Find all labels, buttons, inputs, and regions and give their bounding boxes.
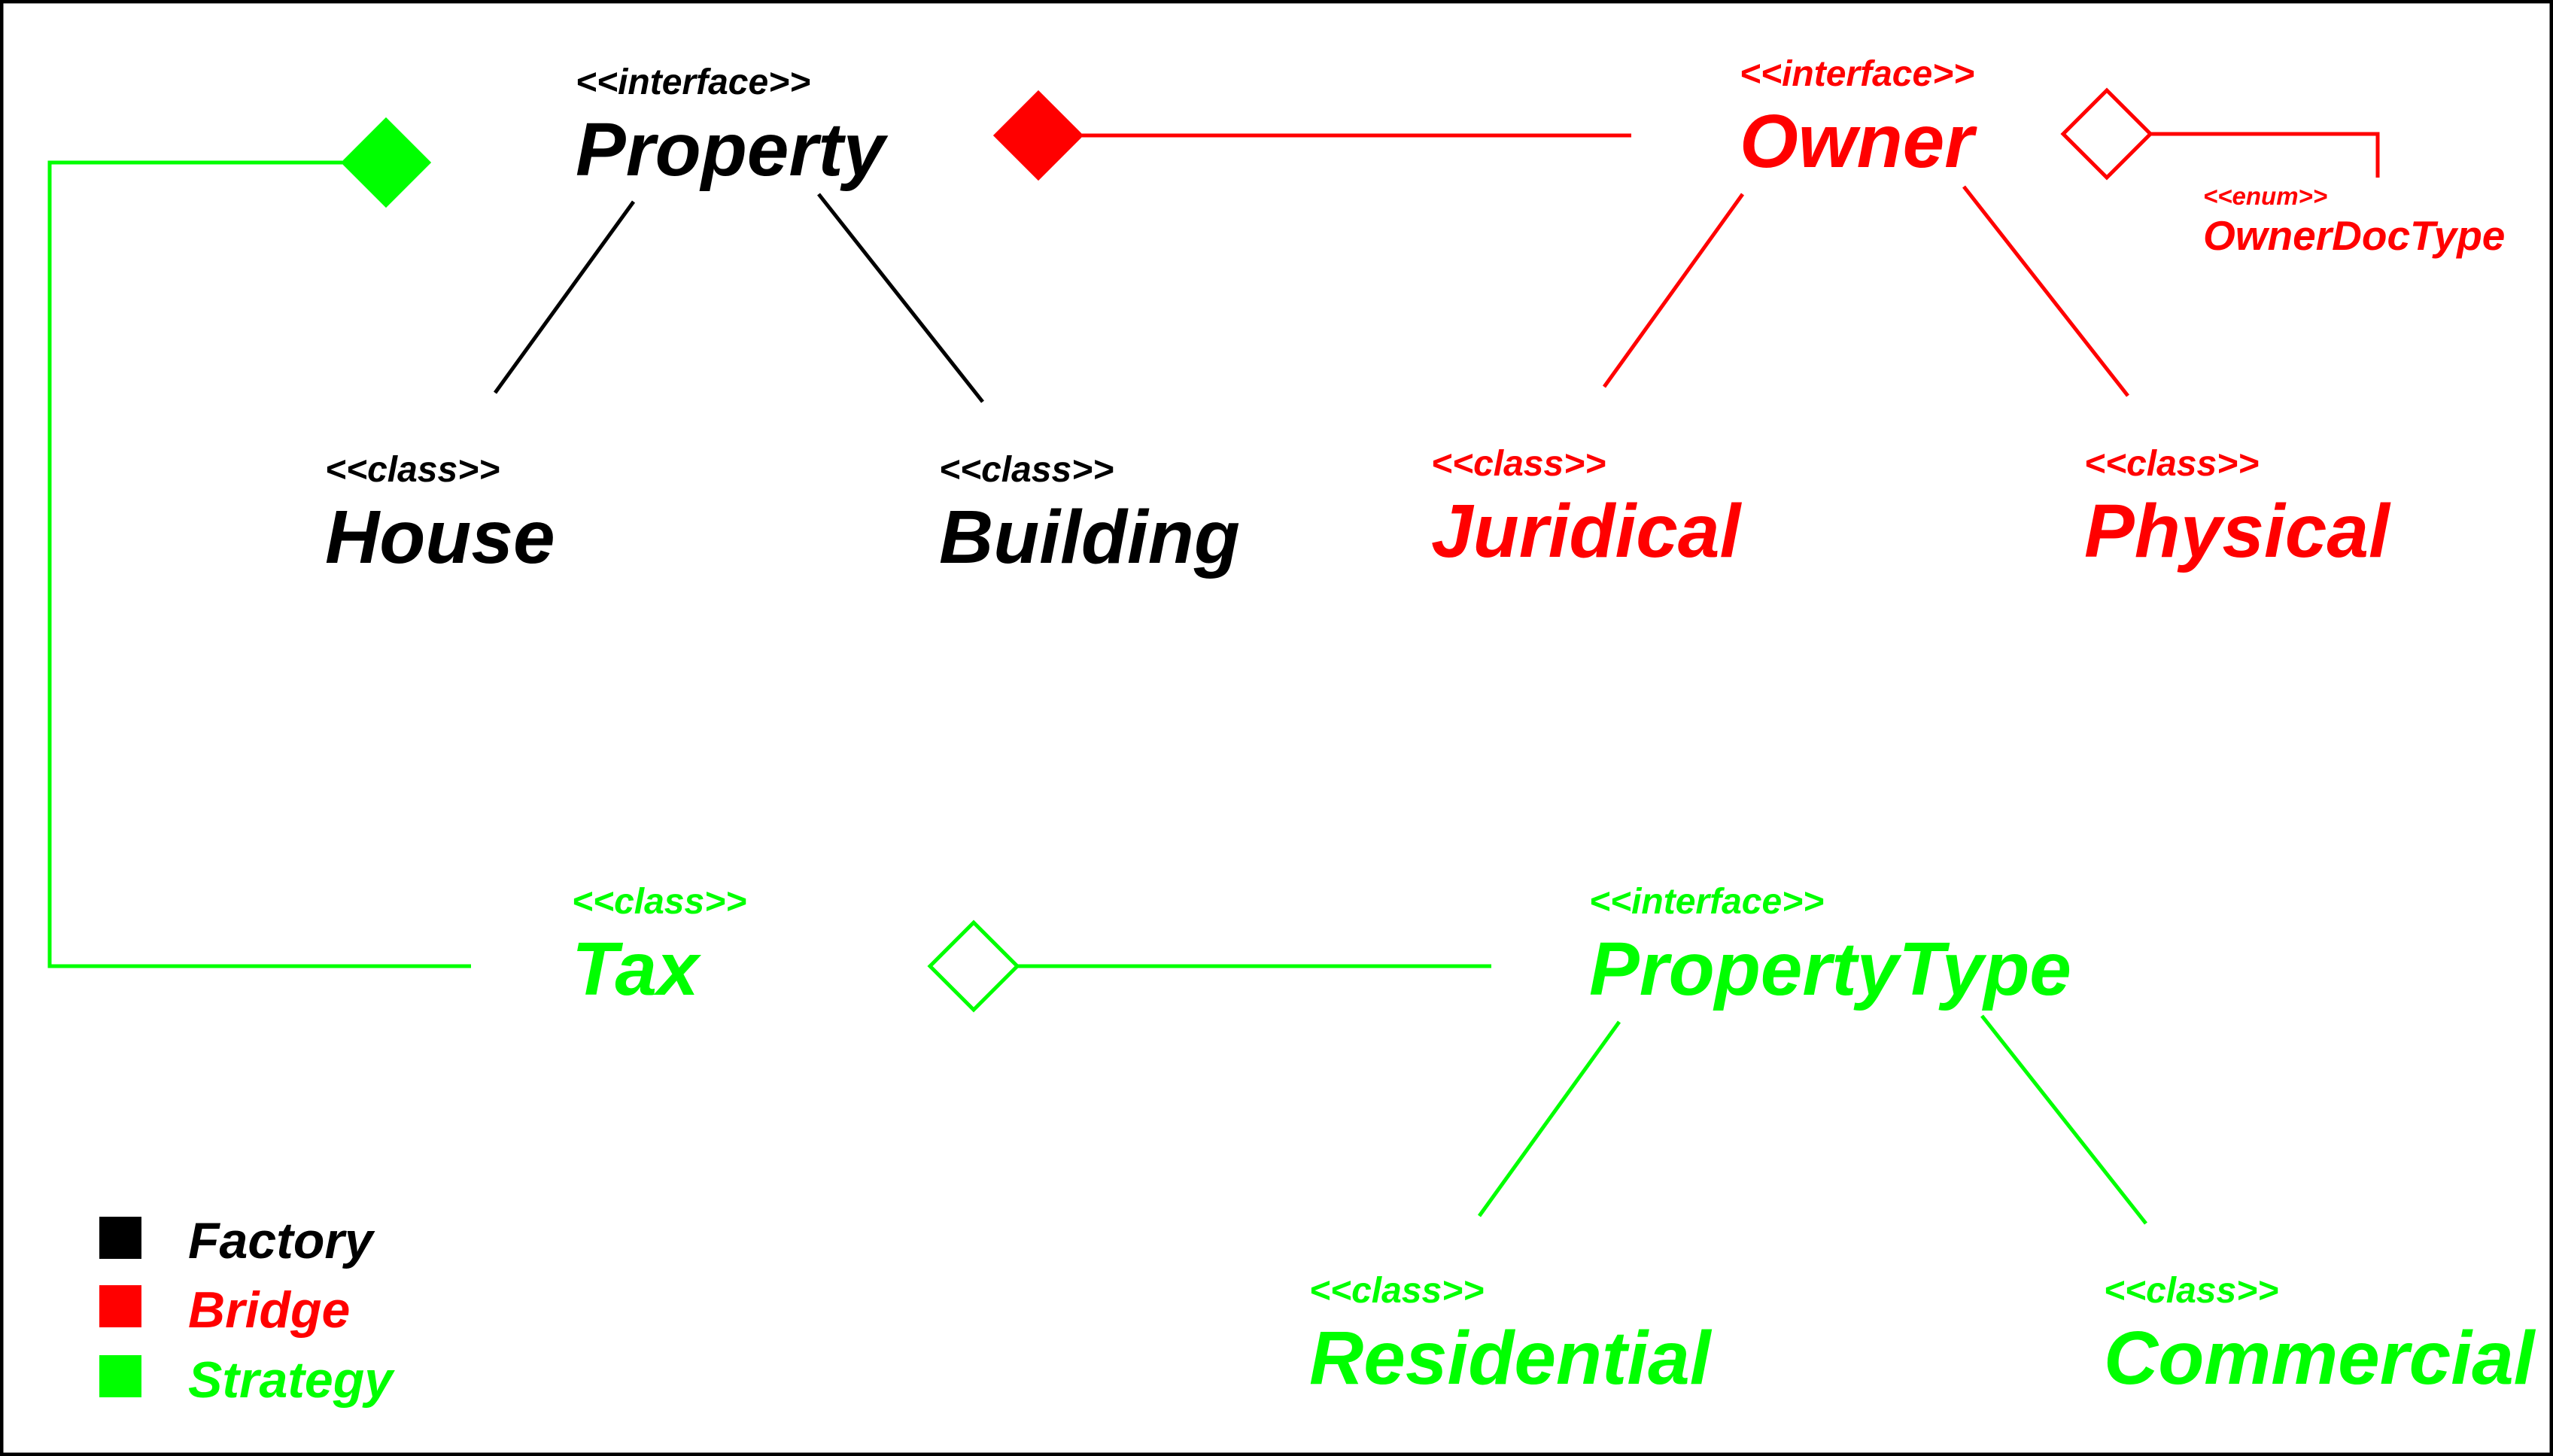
legend: Factory Bridge Strategy <box>99 1212 395 1409</box>
inheritance-line-owner-physical <box>1962 185 2129 397</box>
residential-name[interactable]: Residential <box>1309 1316 1713 1400</box>
commercial-name[interactable]: Commercial <box>2104 1316 2536 1400</box>
physical-name[interactable]: Physical <box>2084 489 2391 573</box>
house-name[interactable]: House <box>325 495 555 579</box>
factory-group: <<interface>> Property <<class>> House <… <box>325 62 1240 579</box>
commercial-stereotype[interactable]: <<class>> <box>2104 1271 2278 1311</box>
inheritance-line-propertytype-residential <box>1477 1020 1621 1217</box>
tax-stereotype[interactable]: <<class>> <box>572 882 746 922</box>
building-name[interactable]: Building <box>939 495 1240 579</box>
bridge-group: <<interface>> Owner <<enum>> OwnerDocTyp… <box>992 54 2505 573</box>
owner-stereotype[interactable]: <<interface>> <box>1740 54 1974 94</box>
inheritance-line-propertytype-commercial <box>1980 1014 2147 1225</box>
house-stereotype[interactable]: <<class>> <box>325 450 500 490</box>
legend-swatch-factory <box>99 1217 141 1259</box>
owner-name[interactable]: Owner <box>1740 99 1977 184</box>
residential-stereotype[interactable]: <<class>> <box>1309 1271 1484 1311</box>
propertytype-stereotype[interactable]: <<interface>> <box>1589 882 1824 922</box>
tax-name[interactable]: Tax <box>572 927 701 1011</box>
property-name[interactable]: Property <box>576 108 889 192</box>
legend-swatch-bridge <box>99 1285 141 1327</box>
building-stereotype[interactable]: <<class>> <box>939 450 1114 490</box>
strategy-group: <<class>> Tax <<interface>> PropertyType… <box>47 117 2536 1400</box>
composition-diamond-property-tax <box>340 117 432 208</box>
inheritance-line-property-house <box>493 200 636 394</box>
aggregation-line-owner-doctype <box>2150 132 2380 178</box>
property-stereotype[interactable]: <<interface>> <box>576 62 810 102</box>
inheritance-line-property-building <box>817 193 984 403</box>
juridical-stereotype[interactable]: <<class>> <box>1431 444 1606 484</box>
legend-label-strategy: Strategy <box>188 1351 395 1409</box>
legend-swatch-strategy <box>99 1355 141 1397</box>
propertytype-name[interactable]: PropertyType <box>1589 927 2071 1011</box>
legend-label-bridge: Bridge <box>188 1281 350 1339</box>
inheritance-line-owner-juridical <box>1602 193 1745 388</box>
ownerdoctype-name[interactable]: OwnerDocType <box>2203 212 2505 259</box>
ownerdoctype-stereotype[interactable]: <<enum>> <box>2203 182 2327 210</box>
physical-stereotype[interactable]: <<class>> <box>2084 444 2259 484</box>
composition-line-property-tax <box>47 160 471 968</box>
legend-label-factory: Factory <box>188 1212 375 1269</box>
juridical-name[interactable]: Juridical <box>1431 489 1742 573</box>
